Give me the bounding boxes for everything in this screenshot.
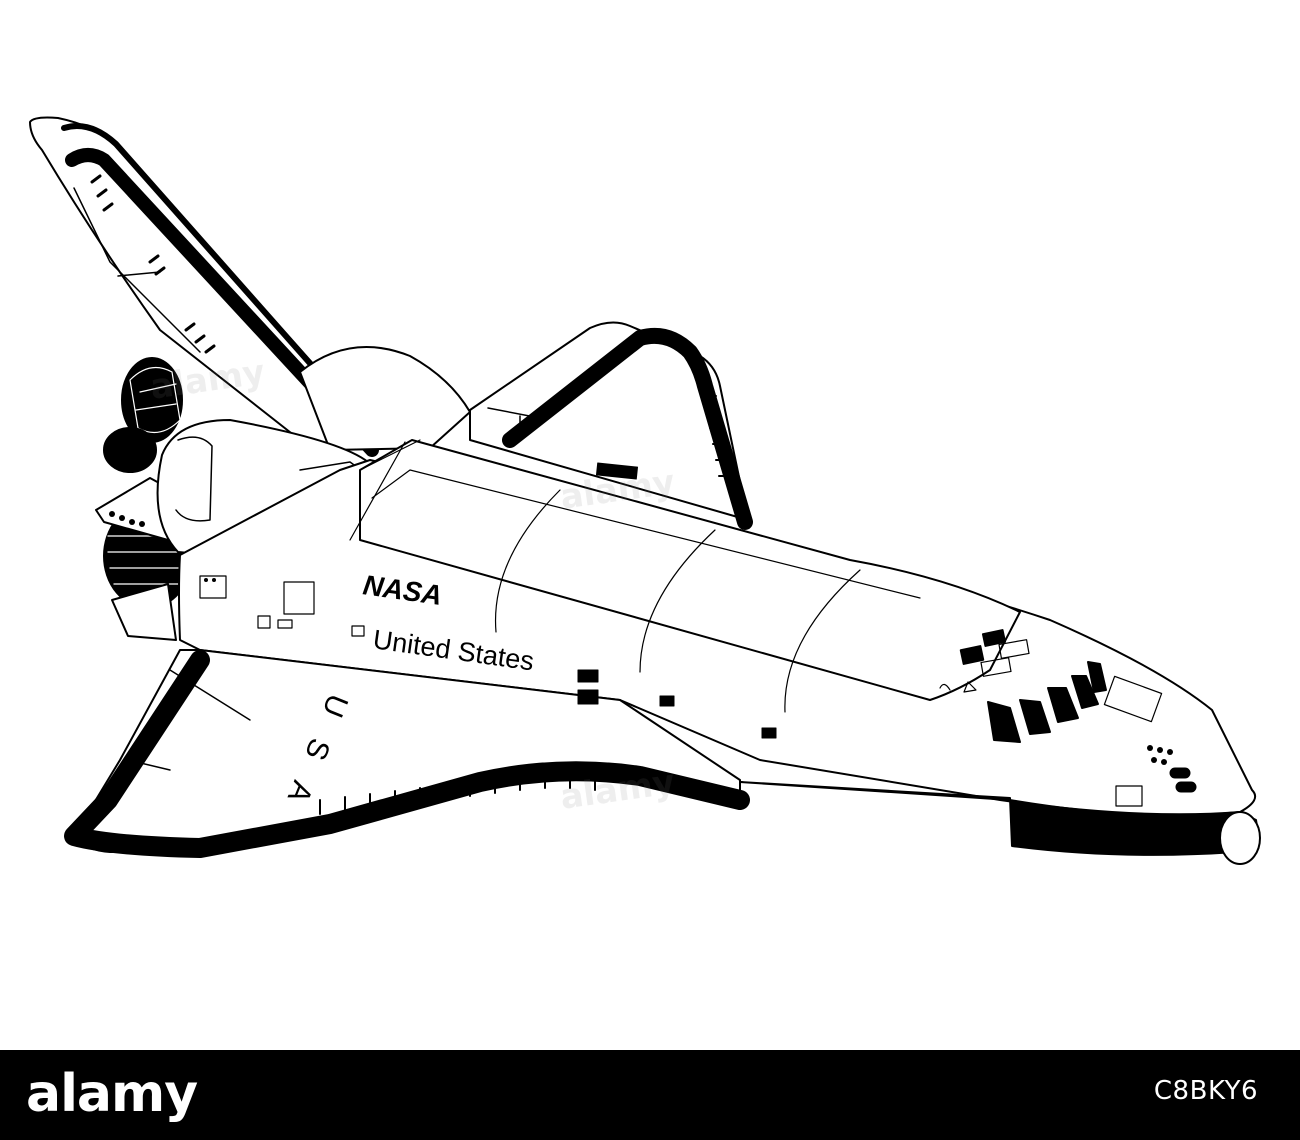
brand-logo: alamy	[26, 1064, 198, 1124]
nose-cap	[1219, 811, 1261, 865]
image-id: C8BKY6	[1153, 1076, 1258, 1106]
far-wing	[469, 321, 753, 530]
cockpit-windows	[577, 629, 1197, 793]
shuttle-illustration: NASA United States USA	[29, 116, 1261, 865]
aft-fuselage	[299, 346, 471, 451]
vertical-tail	[29, 116, 379, 457]
near-wing	[64, 583, 750, 858]
footer-bar: alamy C8BKY6	[0, 1050, 1300, 1140]
